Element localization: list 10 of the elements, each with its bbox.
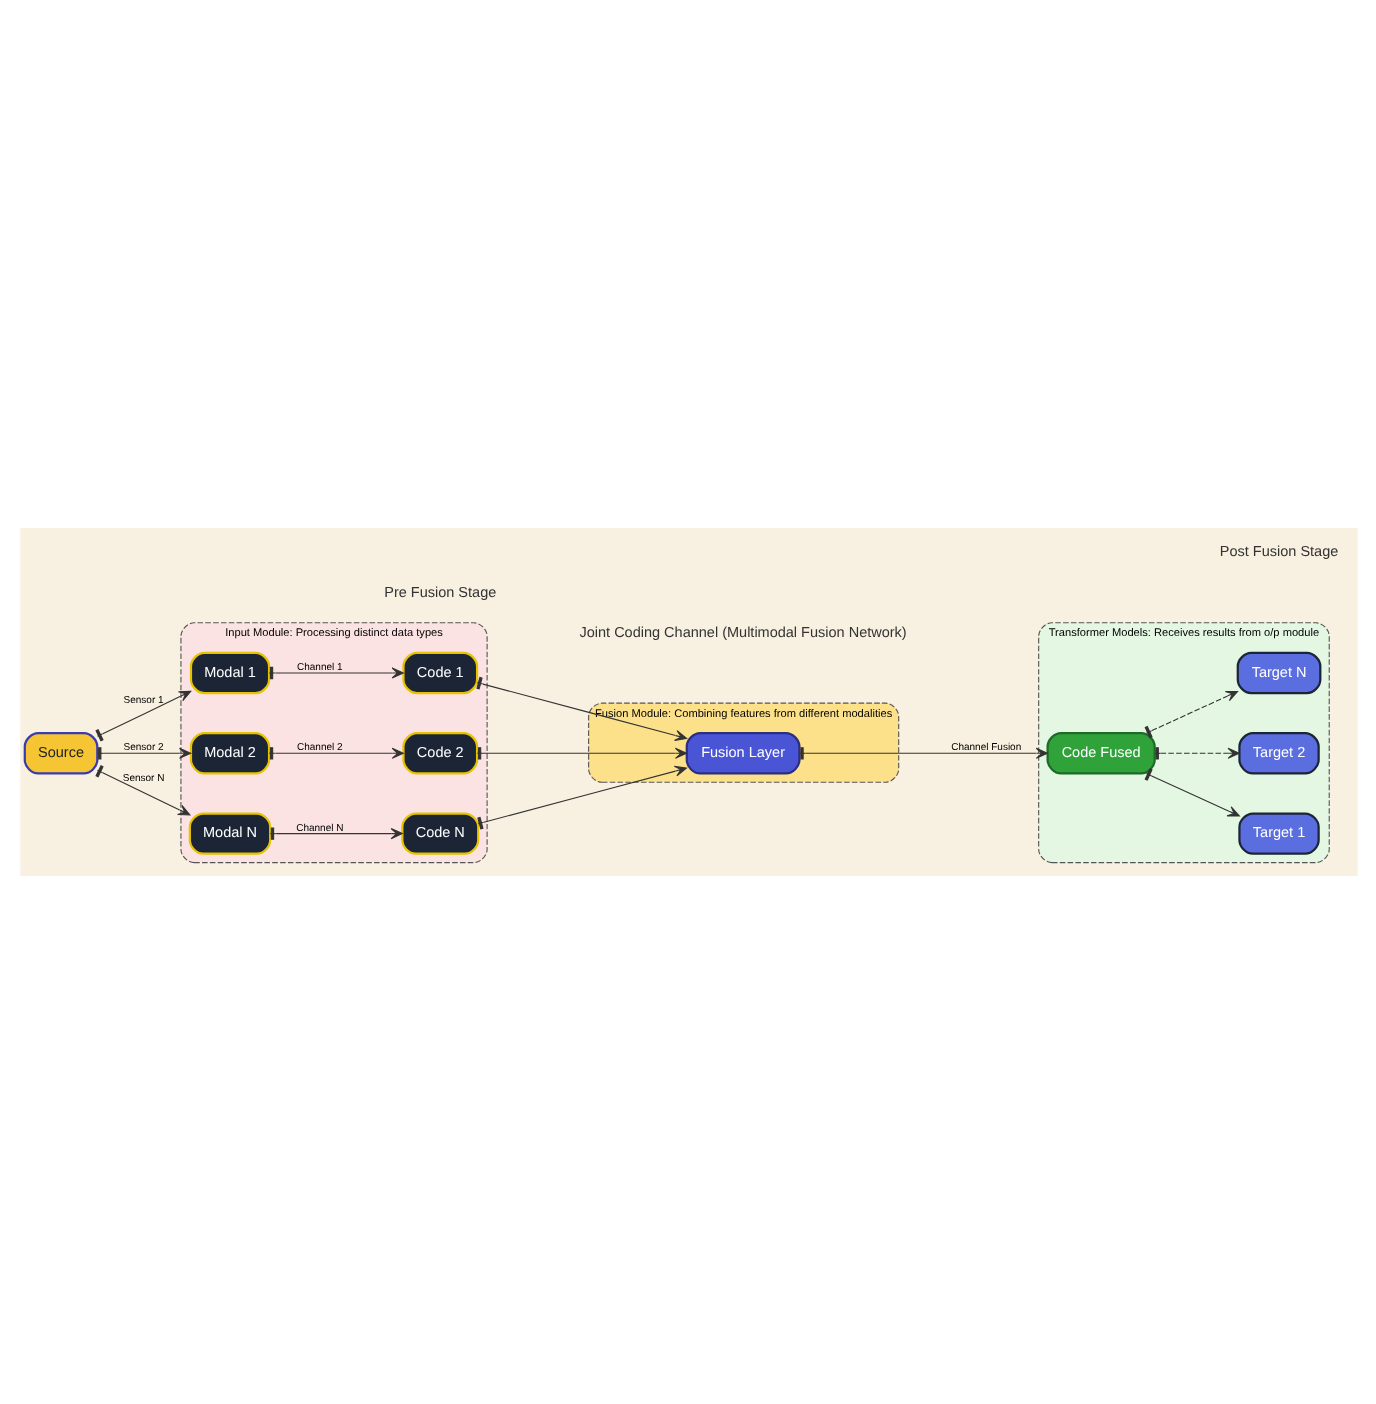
arrow: [267, 747, 403, 760]
arrow: [476, 765, 686, 830]
arrow: [94, 765, 190, 816]
arrow: [268, 827, 402, 840]
arrow: [1143, 768, 1239, 817]
arrow: [1153, 747, 1239, 760]
arrow: [475, 676, 687, 742]
arrow: [1143, 690, 1238, 739]
arrow: [475, 747, 687, 760]
arrow: [94, 690, 191, 742]
